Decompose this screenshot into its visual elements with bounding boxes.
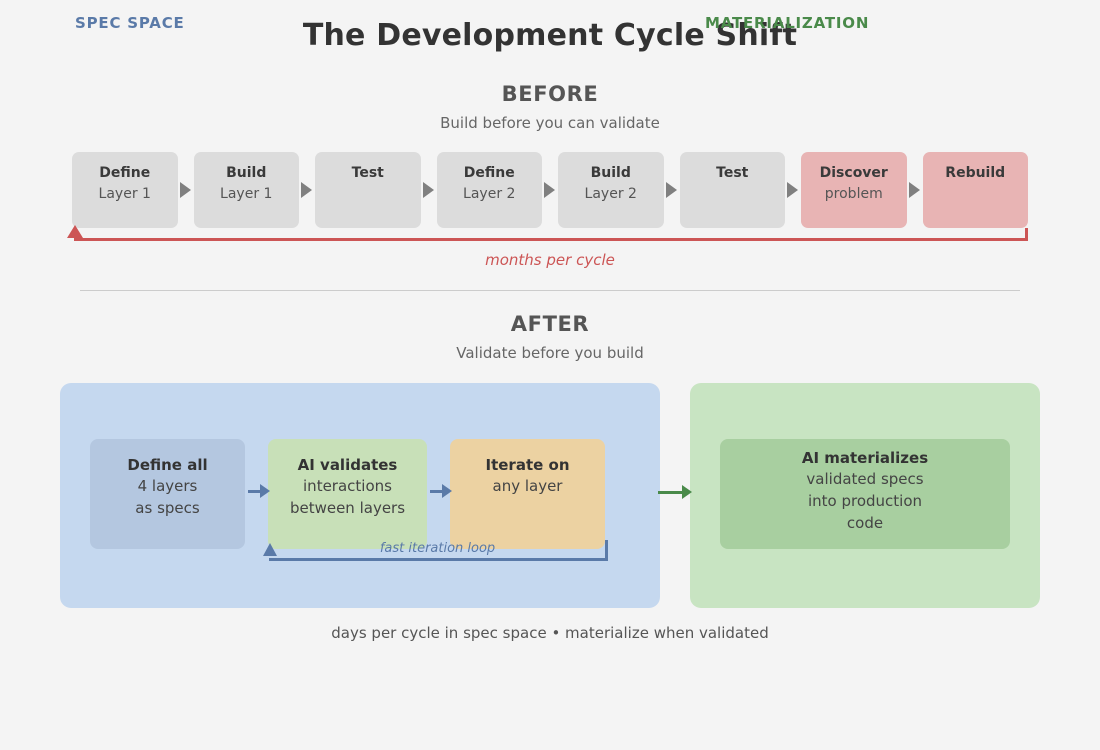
pipeline-arrow-icon xyxy=(301,182,312,198)
pipeline-step-subtitle: Layer 1 xyxy=(98,186,151,202)
materialize-arrow-icon xyxy=(682,485,692,499)
pipeline-step[interactable]: Test xyxy=(679,152,785,228)
pipeline-step-title: Build xyxy=(590,165,631,181)
card-line: interactions xyxy=(303,477,392,495)
pipeline-arrow-icon xyxy=(544,182,555,198)
card-ai-validates[interactable]: AI validates interactions between layers xyxy=(268,439,427,549)
card-ai-materializes[interactable]: AI materializes validated specs into pro… xyxy=(720,439,1010,549)
page-title: The Development Cycle Shift xyxy=(302,18,798,53)
card-line: validated specs xyxy=(806,470,924,488)
spec-arrow-2-shaft xyxy=(430,490,444,493)
card-define-all[interactable]: Define all 4 layers as specs xyxy=(90,439,245,549)
after-section-subheading: Validate before you build xyxy=(456,344,644,362)
pipeline-step-title: Define xyxy=(99,165,151,181)
pipeline-step-subtitle: Layer 2 xyxy=(584,186,637,202)
card-line: as specs xyxy=(135,499,200,517)
pipeline-step-subtitle: Layer 1 xyxy=(220,186,273,202)
materialization-header: MATERIALIZATION xyxy=(705,14,870,32)
before-section-subheading: Build before you can validate xyxy=(440,114,660,132)
fast-iteration-loop-riser xyxy=(605,540,608,561)
spec-arrow-2-icon xyxy=(442,484,452,498)
card-title: Iterate on xyxy=(485,456,570,474)
before-loop-riser xyxy=(1025,228,1028,241)
spec-arrow-1-shaft xyxy=(248,490,262,493)
pipeline-arrow-icon xyxy=(665,182,677,198)
card-line: code xyxy=(846,514,884,532)
pipeline-step-title: Define xyxy=(463,165,515,181)
before-loop-line xyxy=(74,238,1028,241)
pipeline-step-subtitle: problem xyxy=(824,186,883,202)
pipeline-step-title: Rebuild xyxy=(945,165,1006,181)
after-section-heading: AFTER xyxy=(510,312,590,336)
before-loop-arrow-icon xyxy=(67,225,83,238)
card-title: AI validates xyxy=(297,456,398,474)
before-loop-label: months per cycle xyxy=(485,251,615,269)
fast-iteration-loop-arrow-icon xyxy=(263,543,277,556)
footer-note: days per cycle in spec space • materiali… xyxy=(331,624,769,642)
section-divider xyxy=(80,290,1020,291)
pipeline-step-title: Discover xyxy=(819,165,888,181)
pipeline-step-subtitle: Layer 2 xyxy=(463,186,516,202)
card-title: AI materializes xyxy=(801,449,929,467)
pipeline-step[interactable]: Rebuild xyxy=(922,152,1028,228)
pipeline-step[interactable]: Test xyxy=(315,152,421,228)
fast-iteration-loop-label: fast iteration loop xyxy=(379,541,496,556)
materialize-arrow-shaft xyxy=(658,491,684,494)
pipeline-step[interactable]: Discover problem xyxy=(801,152,907,228)
pipeline-step-title: Build xyxy=(226,165,267,181)
pipeline-arrow-icon xyxy=(179,182,191,198)
pipeline-arrow-icon xyxy=(908,182,920,198)
card-line: into production xyxy=(807,492,923,510)
spec-arrow-1-icon xyxy=(260,484,270,498)
fast-iteration-loop-line xyxy=(269,558,608,561)
pipeline-step-title: Test xyxy=(716,165,749,181)
card-line: 4 layers xyxy=(137,477,198,495)
card-iterate-on[interactable]: Iterate on any layer xyxy=(450,439,605,549)
pipeline-arrow-icon xyxy=(422,182,434,198)
before-section-heading: BEFORE xyxy=(501,82,599,106)
pipeline-arrow-icon xyxy=(787,182,798,198)
spec-space-header: SPEC SPACE xyxy=(75,14,185,32)
pipeline-step-title: Test xyxy=(351,165,384,181)
card-title: Define all xyxy=(127,456,208,474)
card-line: any layer xyxy=(492,477,563,495)
card-line: between layers xyxy=(289,499,406,517)
